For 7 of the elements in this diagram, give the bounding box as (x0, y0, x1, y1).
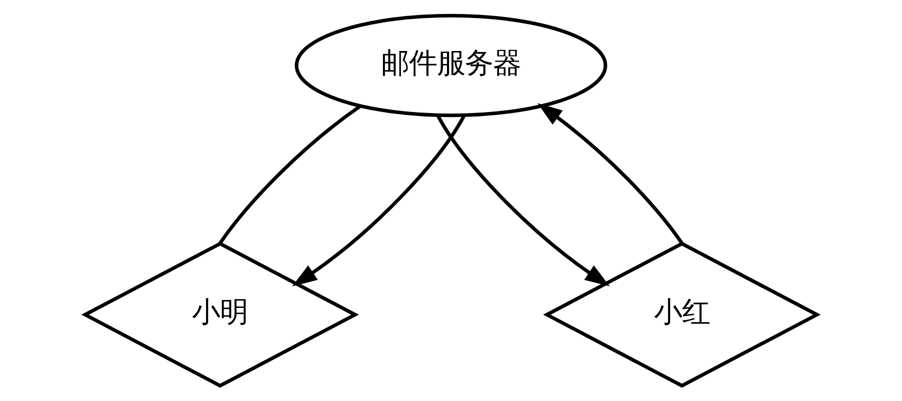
arrow (537, 103, 684, 245)
arrow (436, 114, 610, 286)
node-diamond: 小明 (81, 242, 359, 388)
node-diamond: 小红 (543, 242, 821, 388)
node-ellipse: 邮件服务器 (294, 14, 608, 118)
arrow (292, 114, 466, 286)
connector (218, 104, 362, 245)
